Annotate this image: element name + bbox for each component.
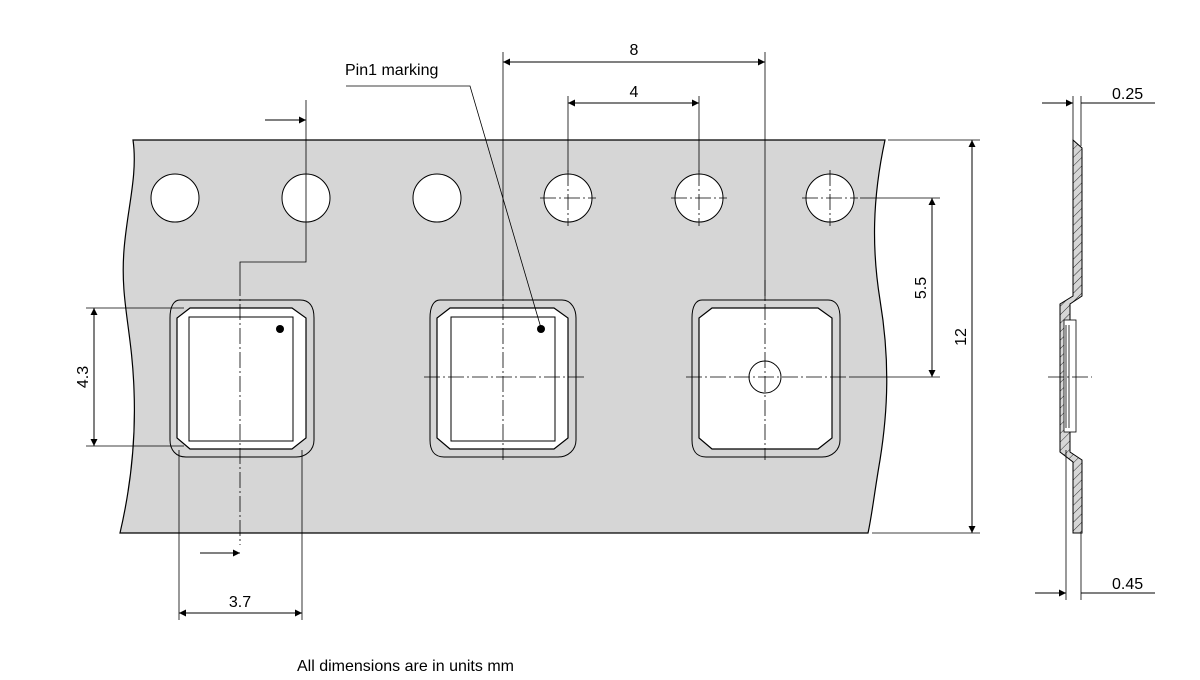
pocket-3 — [691, 299, 841, 458]
dim-label: 5.5 — [913, 277, 930, 299]
dim-hole-pitch: 4 — [567, 84, 700, 172]
component — [188, 316, 294, 442]
pin1-callout: Pin1 marking — [345, 62, 542, 329]
pocket-1 — [169, 299, 315, 458]
side-view — [1048, 138, 1092, 534]
dim-tape-thickness: 0.25 — [1042, 86, 1155, 146]
sprocket-hole — [150, 173, 200, 223]
guide-lines — [200, 100, 307, 557]
center-lines — [239, 170, 858, 545]
dim-pocket-pitch: 8 — [502, 42, 766, 300]
footnote: All dimensions are in units mm — [297, 658, 514, 675]
dim-label: 4 — [630, 84, 639, 101]
pin1-dot — [537, 325, 545, 333]
dim-pocket-width: 3.7 — [178, 450, 303, 620]
dim-label: 0.25 — [1112, 86, 1143, 103]
dim-total-thickness: 0.45 — [1035, 450, 1155, 600]
dim-label: 0.45 — [1112, 576, 1143, 593]
dim-label: 12 — [953, 328, 970, 346]
dim-tape-width: 12 — [872, 139, 980, 534]
dim-hole-to-pocket: 5.5 — [850, 197, 940, 378]
sprocket-hole — [412, 173, 462, 223]
dim-label: 8 — [630, 42, 639, 59]
pin1-dot — [276, 325, 284, 333]
pin1-label: Pin1 marking — [345, 62, 438, 79]
dim-label: 4.3 — [75, 366, 92, 388]
dim-pocket-height: 4.3 — [75, 307, 184, 447]
pocket-2 — [429, 299, 577, 458]
dim-label: 3.7 — [229, 594, 251, 611]
